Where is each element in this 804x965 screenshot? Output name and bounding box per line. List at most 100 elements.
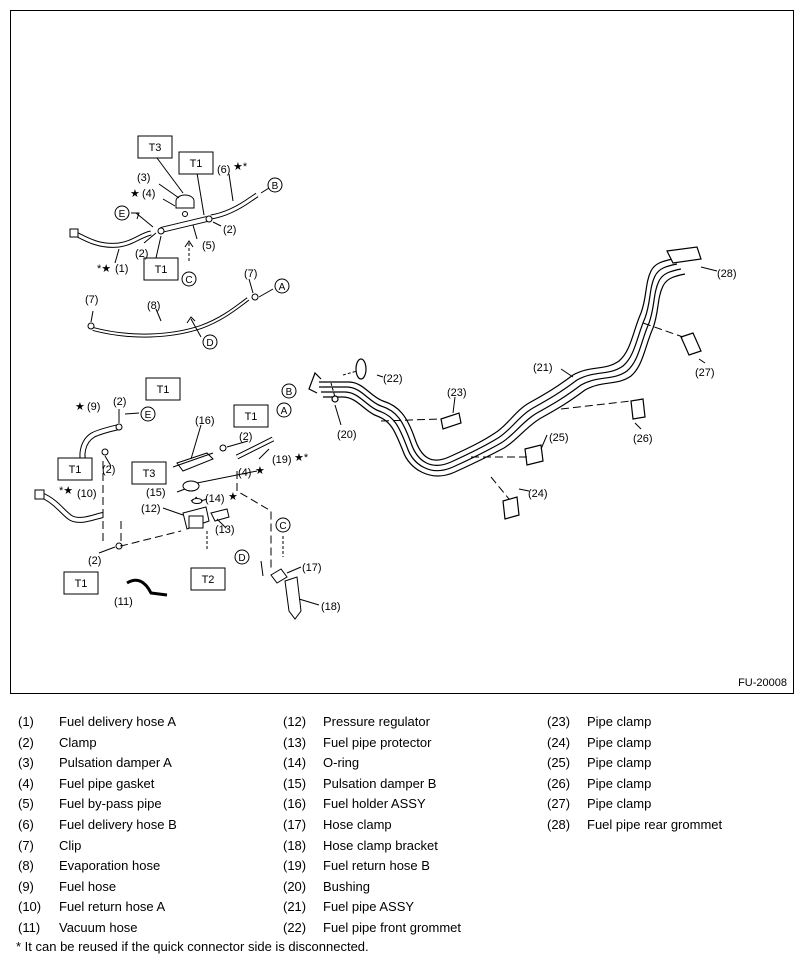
- legend-number: (28): [547, 816, 571, 832]
- connector-markers: [114, 177, 297, 565]
- callout-2: (2): [239, 431, 252, 443]
- legend-item: (19)Fuel return hose B: [283, 856, 461, 877]
- t1-label: T1: [69, 464, 82, 476]
- legend-item: (24) Pipe clamp: [547, 733, 722, 754]
- t3-label: T3: [149, 142, 162, 154]
- legend-number: (9): [18, 878, 34, 894]
- connector-a: A: [279, 282, 286, 293]
- callout-6: (6): [217, 164, 230, 176]
- legend-column-1: (1)Fuel delivery hose A(2)Clamp(3)Pulsat…: [18, 712, 177, 939]
- legend-part-name: Bushing: [323, 878, 370, 894]
- legend-part-name: Vacuum hose: [59, 919, 138, 935]
- lower-left-assembly: [34, 409, 320, 620]
- legend-item: (20) Bushing: [283, 877, 461, 898]
- label-t3-lower: T3: [131, 461, 167, 485]
- callout-2: (2): [135, 248, 148, 260]
- legend-item: (28)Fuel pipe rear grommet: [547, 815, 722, 836]
- legend-item: (18) Hose clamp bracket: [283, 836, 461, 857]
- connector-letters: B E C A D B A E C D: [119, 181, 293, 564]
- asterisk-star-mark: *★: [97, 263, 111, 275]
- legend-item: (13)Fuel pipe protector: [283, 733, 461, 754]
- callout-4: (4): [142, 188, 155, 200]
- callout-27: (27): [695, 367, 715, 379]
- fuel-pipe-front-grommet: [355, 358, 367, 380]
- callout-7: (7): [85, 294, 98, 306]
- label-t1-upper-bottom: T1: [143, 257, 179, 281]
- clamp: [219, 444, 227, 452]
- legend-part-name: Hose clamp bracket: [323, 837, 438, 853]
- connector-e: E: [145, 410, 152, 421]
- callout-16: (16): [195, 415, 215, 427]
- legend-number: (18): [283, 837, 307, 853]
- callout-5: (5): [202, 240, 215, 252]
- callout-19: (19): [272, 454, 292, 466]
- legend-part-name: O-ring: [323, 755, 360, 771]
- callout-13: (13): [215, 524, 235, 536]
- upper-left-assembly: [69, 157, 274, 338]
- legend-number: (24): [547, 734, 571, 750]
- legend-number: (14): [283, 755, 307, 771]
- star-asterisk-mark: ★*: [294, 452, 309, 464]
- callout-12: (12): [141, 503, 161, 515]
- legend-number: (4): [18, 775, 34, 791]
- hose-clamp: [270, 568, 288, 584]
- legend-number: (15): [283, 775, 307, 791]
- clip: [87, 322, 95, 330]
- legend-number: (21): [283, 899, 307, 915]
- connector-e: E: [119, 209, 126, 220]
- asterisk-star-mark: *★: [59, 485, 73, 497]
- legend-number: (7): [18, 837, 34, 853]
- legend-number: (20): [283, 878, 307, 894]
- legend-part-name: Pipe clamp: [587, 755, 652, 771]
- connector-a: A: [281, 406, 288, 417]
- clamp: [115, 423, 123, 431]
- legend-part-name: Pipe clamp: [587, 796, 652, 812]
- legend-item: (10) Fuel return hose A: [18, 897, 177, 918]
- label-t1-lower-a: T1: [145, 377, 181, 401]
- legend-part-name: Fuel pipe front grommet: [323, 919, 462, 935]
- legend-part-name: Pipe clamp: [587, 714, 652, 729]
- legend-number: (26): [547, 775, 571, 791]
- connector-b: B: [272, 181, 279, 192]
- clamp: [157, 227, 165, 235]
- legend-item: (2)Clamp: [18, 733, 177, 754]
- vacuum-hose: [126, 578, 168, 597]
- connector-d: D: [238, 553, 245, 564]
- callout-2: (2): [102, 464, 115, 476]
- callout-26: (26): [633, 433, 653, 445]
- legend-number: (11): [18, 919, 41, 935]
- t1-label: T1: [157, 384, 170, 396]
- legend-column-2: (12)Pressure regulator(13)Fuel pipe prot…: [283, 712, 461, 939]
- legend-item: (16)Fuel holder ASSY: [283, 794, 461, 815]
- figure-id: FU-20008: [738, 677, 787, 689]
- fuel-line-exploded-diagram: T3 T1 T1 T1 T1 T1: [34, 135, 737, 620]
- legend-item: (4)Fuel pipe gasket: [18, 774, 177, 795]
- callout-21: (21): [533, 362, 553, 374]
- callout-10: (10): [77, 488, 97, 500]
- legend-part-name: Fuel return hose A: [59, 899, 166, 915]
- t1-label: T1: [190, 158, 203, 170]
- legend-part-name: Fuel by-pass pipe: [59, 796, 162, 812]
- hose-clamp-bracket: [284, 576, 302, 620]
- legend-part-name: Pipe clamp: [587, 734, 652, 750]
- legend-number: (10): [18, 899, 42, 915]
- legend-part-name: Clip: [59, 837, 82, 853]
- legend-item: (5)Fuel by-pass pipe: [18, 794, 177, 815]
- label-t1-lower-b: T1: [233, 404, 269, 428]
- label-t1-upper-top: T1: [178, 151, 214, 175]
- legend-item: (9)Fuel hose: [18, 877, 177, 898]
- legend-part-name: Fuel pipe protector: [323, 734, 432, 750]
- t3-label: T3: [143, 468, 156, 480]
- legend-part-name: Fuel holder ASSY: [323, 796, 426, 812]
- t1-label: T1: [245, 411, 258, 423]
- legend-number: (23): [547, 714, 571, 729]
- legend-item: (21)Fuel pipe ASSY: [283, 897, 461, 918]
- star-mark: ★: [228, 491, 238, 503]
- callout-2: (2): [88, 555, 101, 567]
- part-callouts: (3) ★ (4) (6) ★* (2) (5) (2) *★ (1) (7) …: [59, 161, 737, 613]
- callout-1: (1): [115, 263, 128, 275]
- label-t1-lower-d: T1: [63, 571, 99, 595]
- callout-17: (17): [302, 562, 322, 574]
- legend-number: (8): [18, 858, 34, 874]
- legend-item: (14) O-ring: [283, 753, 461, 774]
